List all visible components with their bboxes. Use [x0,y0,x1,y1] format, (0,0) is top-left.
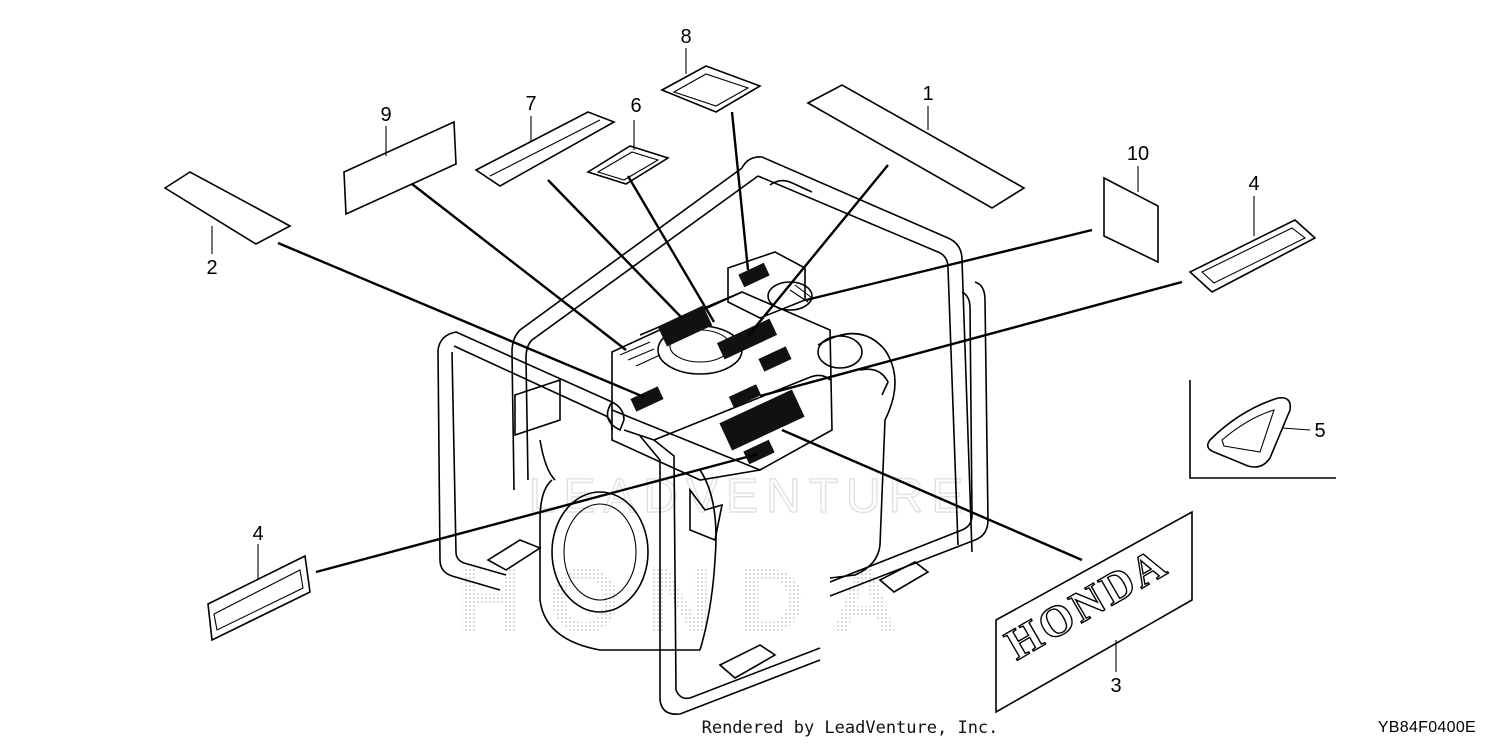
frame-front-top-bar [437,331,625,421]
engine-crankcase-edge [699,469,717,651]
frame-rear-right-inner [757,175,959,546]
decal-spot-2 [630,386,664,412]
frame-front-left-inner [451,351,507,576]
decal-4-left-inner [213,569,304,631]
callout-4-right: 4 [1248,173,1259,195]
frame-foot-right [878,561,930,593]
air-cleaner-box [727,251,806,319]
leader-4-right [759,280,1183,398]
frame-rear-right-tube [741,156,973,553]
hatched-decal-10 [789,284,813,303]
leader-6 [626,175,716,323]
decal-3-honda-emblem: HONDA [995,510,1193,714]
decal-5-bracket [1189,380,1336,479]
decal-4-right-outer [1188,219,1317,293]
callout-8: 8 [680,26,691,48]
callout-5: 5 [1314,420,1325,442]
frame-front-left-leg [437,349,501,591]
decal-4-left-outer [207,554,311,642]
decal-spot-1 [716,318,778,360]
watermark-honda-logo: HONDA [456,550,923,652]
leader-2 [277,241,645,399]
footer-credit: Rendered by LeadVenture, Inc. [701,718,999,738]
decal-8 [660,65,762,113]
decal-spot-4-lower [743,439,775,465]
pump-outlet-pipe [859,368,889,396]
leader-9 [411,183,627,351]
engine-cowl-curve [539,439,556,481]
callout-3: 3 [1110,675,1121,697]
leader-5 [1281,427,1311,431]
air-cleaner-cap [767,281,813,311]
leader-3 [781,428,1083,562]
decal-7 [474,111,616,187]
decal-1 [806,84,1026,209]
decal-spot-8 [738,262,770,288]
callout-1: 1 [922,83,933,105]
decal-5-shape [1206,396,1292,468]
decal-6-inner [596,151,660,181]
callout-9: 9 [380,104,391,126]
frame-rear-left-tube [511,167,743,491]
decal-7-line [489,119,601,177]
recoil-starter-rim [563,503,637,601]
decal-5-inner [1221,409,1275,453]
frame-front-right-inner [653,439,821,700]
frame-foot-front [718,644,777,679]
leader-8 [730,111,750,271]
decal-spot-7 [657,305,713,347]
leader-10 [805,228,1093,302]
decal-spot-6 [758,346,792,372]
leader-1 [747,164,889,337]
frame-front-top-inner [453,345,613,431]
decal-2 [163,171,292,245]
callout-7: 7 [525,93,536,115]
decal-spot-3 [719,389,805,451]
decal-5 [1189,380,1336,479]
drawing-id: YB84F0400E [1377,719,1476,736]
callout-10: 10 [1127,143,1149,165]
pump-volute-casing [817,332,896,579]
frame-front-right-leg [639,435,821,716]
callout-6: 6 [630,95,641,117]
decal-9 [343,120,457,216]
pump-discharge-port [817,335,863,369]
frame-front-corner [606,401,625,432]
hatched-decal-9 [619,341,661,367]
callout-2: 2 [206,257,217,279]
frame-rear-left-inner [525,175,759,481]
decal-8-inner [672,73,750,107]
leader-4-left [315,452,759,574]
decal-6 [586,145,670,185]
engine-lower-body [539,479,700,651]
decal-spot-4-upper [728,384,762,408]
frame-foot-left [486,539,542,571]
decal-4-right-inner [1201,227,1307,284]
decal-8-outer [660,65,762,113]
leader-lines [211,48,1311,672]
callout-numbers: 1 2 3 4 4 5 6 7 8 9 10 [206,26,1325,697]
frame-top-bar-end [769,179,813,193]
callout-4-left: 4 [252,523,263,545]
decal-4-left [207,554,311,642]
frame-right-loop-inner [829,291,973,583]
leader-7 [547,179,683,319]
engine-cowl-left [514,378,561,437]
decal-6-outer [586,145,670,185]
watermark-honda-text: HONDA [456,550,923,652]
decal-4-right [1188,219,1317,293]
decal-10 [1103,176,1159,264]
recoil-starter-cover [551,491,649,613]
engine-bracket [689,487,724,542]
water-pump-assembly [437,156,989,716]
emblem-plate [995,510,1193,714]
